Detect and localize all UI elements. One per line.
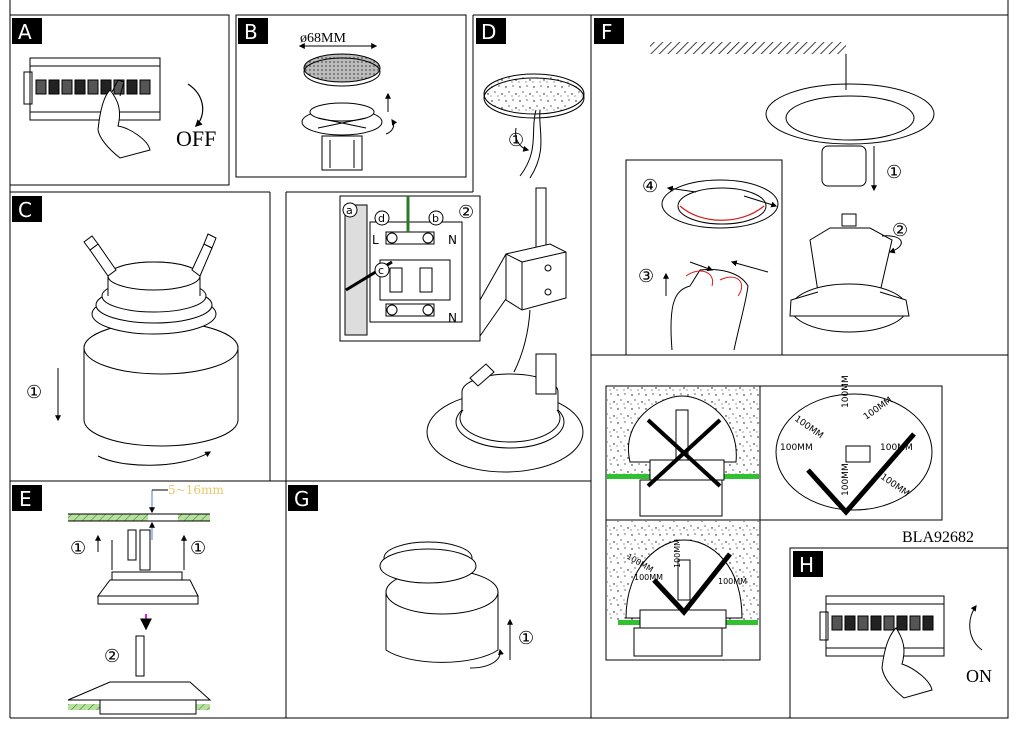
panel-frames (9, 0, 1009, 719)
label-D: D (476, 18, 506, 44)
breaker-switch (126, 79, 138, 95)
svg-text:c: c (378, 264, 384, 277)
label-F: F (594, 18, 624, 44)
label-E: E (12, 485, 42, 511)
diameter-label: ø68MM (300, 31, 346, 46)
wiring-terminal (339, 195, 481, 342)
breaker-switch (831, 615, 843, 631)
breaker-switch (922, 615, 934, 631)
label-A: A (12, 18, 42, 44)
breaker-switch (909, 615, 921, 631)
breaker-switch (74, 79, 86, 95)
svg-text:E: E (19, 487, 32, 511)
wiring-labels: a d b c L N N ② (342, 202, 474, 325)
svg-text:H: H (799, 553, 814, 577)
step-D-1: ① (508, 130, 524, 151)
step-E-1a: ① (70, 538, 86, 559)
breaker-switch (100, 79, 112, 95)
breaker-switch (48, 79, 60, 95)
step-E-1b: ① (190, 538, 206, 559)
svg-text:d: d (378, 212, 385, 225)
svg-text:L: L (372, 233, 379, 247)
svg-text:N: N (448, 311, 457, 325)
svg-text:F: F (601, 20, 613, 44)
step-F-3: ③ (638, 266, 654, 287)
step-F-4: ④ (642, 176, 658, 197)
panel-C-lamp (55, 233, 239, 466)
svg-text:100MM: 100MM (880, 443, 913, 453)
breaker-switch (870, 615, 882, 631)
svg-text:N: N (448, 233, 457, 247)
panel-E-install (67, 489, 212, 715)
breaker-switch (844, 615, 856, 631)
label-G: G (288, 485, 318, 511)
svg-text:100MM: 100MM (718, 577, 747, 586)
step-D-2: ② (458, 202, 474, 223)
label-B: B (238, 18, 268, 44)
svg-text:D: D (481, 20, 496, 44)
breaker-switch (896, 615, 908, 631)
panel-F-clip (661, 179, 779, 351)
label-C: C (12, 196, 42, 222)
svg-text:b: b (432, 212, 439, 225)
svg-text:100MM: 100MM (841, 463, 851, 496)
panel-G-lamp (379, 541, 513, 669)
svg-text:100MM: 100MM (634, 573, 663, 582)
svg-text:100MM: 100MM (841, 375, 851, 408)
step-E-2: ② (104, 646, 120, 667)
step-C-1: ① (26, 382, 42, 403)
panel-D-junction-box (426, 187, 584, 473)
model-code: BLA92682 (902, 529, 974, 546)
panel-B-filter: ø68MM (298, 31, 398, 171)
svg-text:A: A (18, 20, 32, 44)
breaker-switch (35, 79, 47, 95)
svg-text:100MM: 100MM (673, 539, 682, 568)
on-text: ON (966, 666, 992, 686)
step-F-1: ① (886, 162, 902, 183)
breaker-switch (883, 615, 895, 631)
off-text: OFF (176, 126, 216, 151)
clearance-right: 100MM 100MM 100MM 100MM (607, 521, 759, 657)
rotate-arrow-icon (969, 605, 983, 651)
clearance-diagram: 100MM 100MM 100MM 100MM 100MM 100MM 100M… (775, 375, 933, 516)
step-F-2: ② (892, 220, 908, 241)
breaker-switch (87, 79, 99, 95)
svg-text:G: G (294, 487, 310, 511)
label-H: H (793, 551, 823, 577)
breaker-switch (857, 615, 869, 631)
panel-A-breakers (23, 57, 161, 159)
panel-D-ceiling-cut (483, 73, 585, 179)
svg-text:a: a (346, 204, 353, 217)
svg-text:100MM: 100MM (780, 443, 813, 453)
step-G-1: ① (518, 628, 534, 649)
panel-F-bulb (650, 42, 935, 333)
panel-H-breakers (819, 595, 945, 699)
breaker-switch (139, 79, 151, 95)
breaker-switch (61, 79, 73, 95)
svg-text:B: B (244, 20, 258, 44)
svg-text:C: C (18, 198, 32, 222)
depth-range-text: 5~16mm (168, 483, 224, 497)
clearance-wrong (607, 387, 759, 517)
rotate-arrow-icon (187, 83, 204, 128)
